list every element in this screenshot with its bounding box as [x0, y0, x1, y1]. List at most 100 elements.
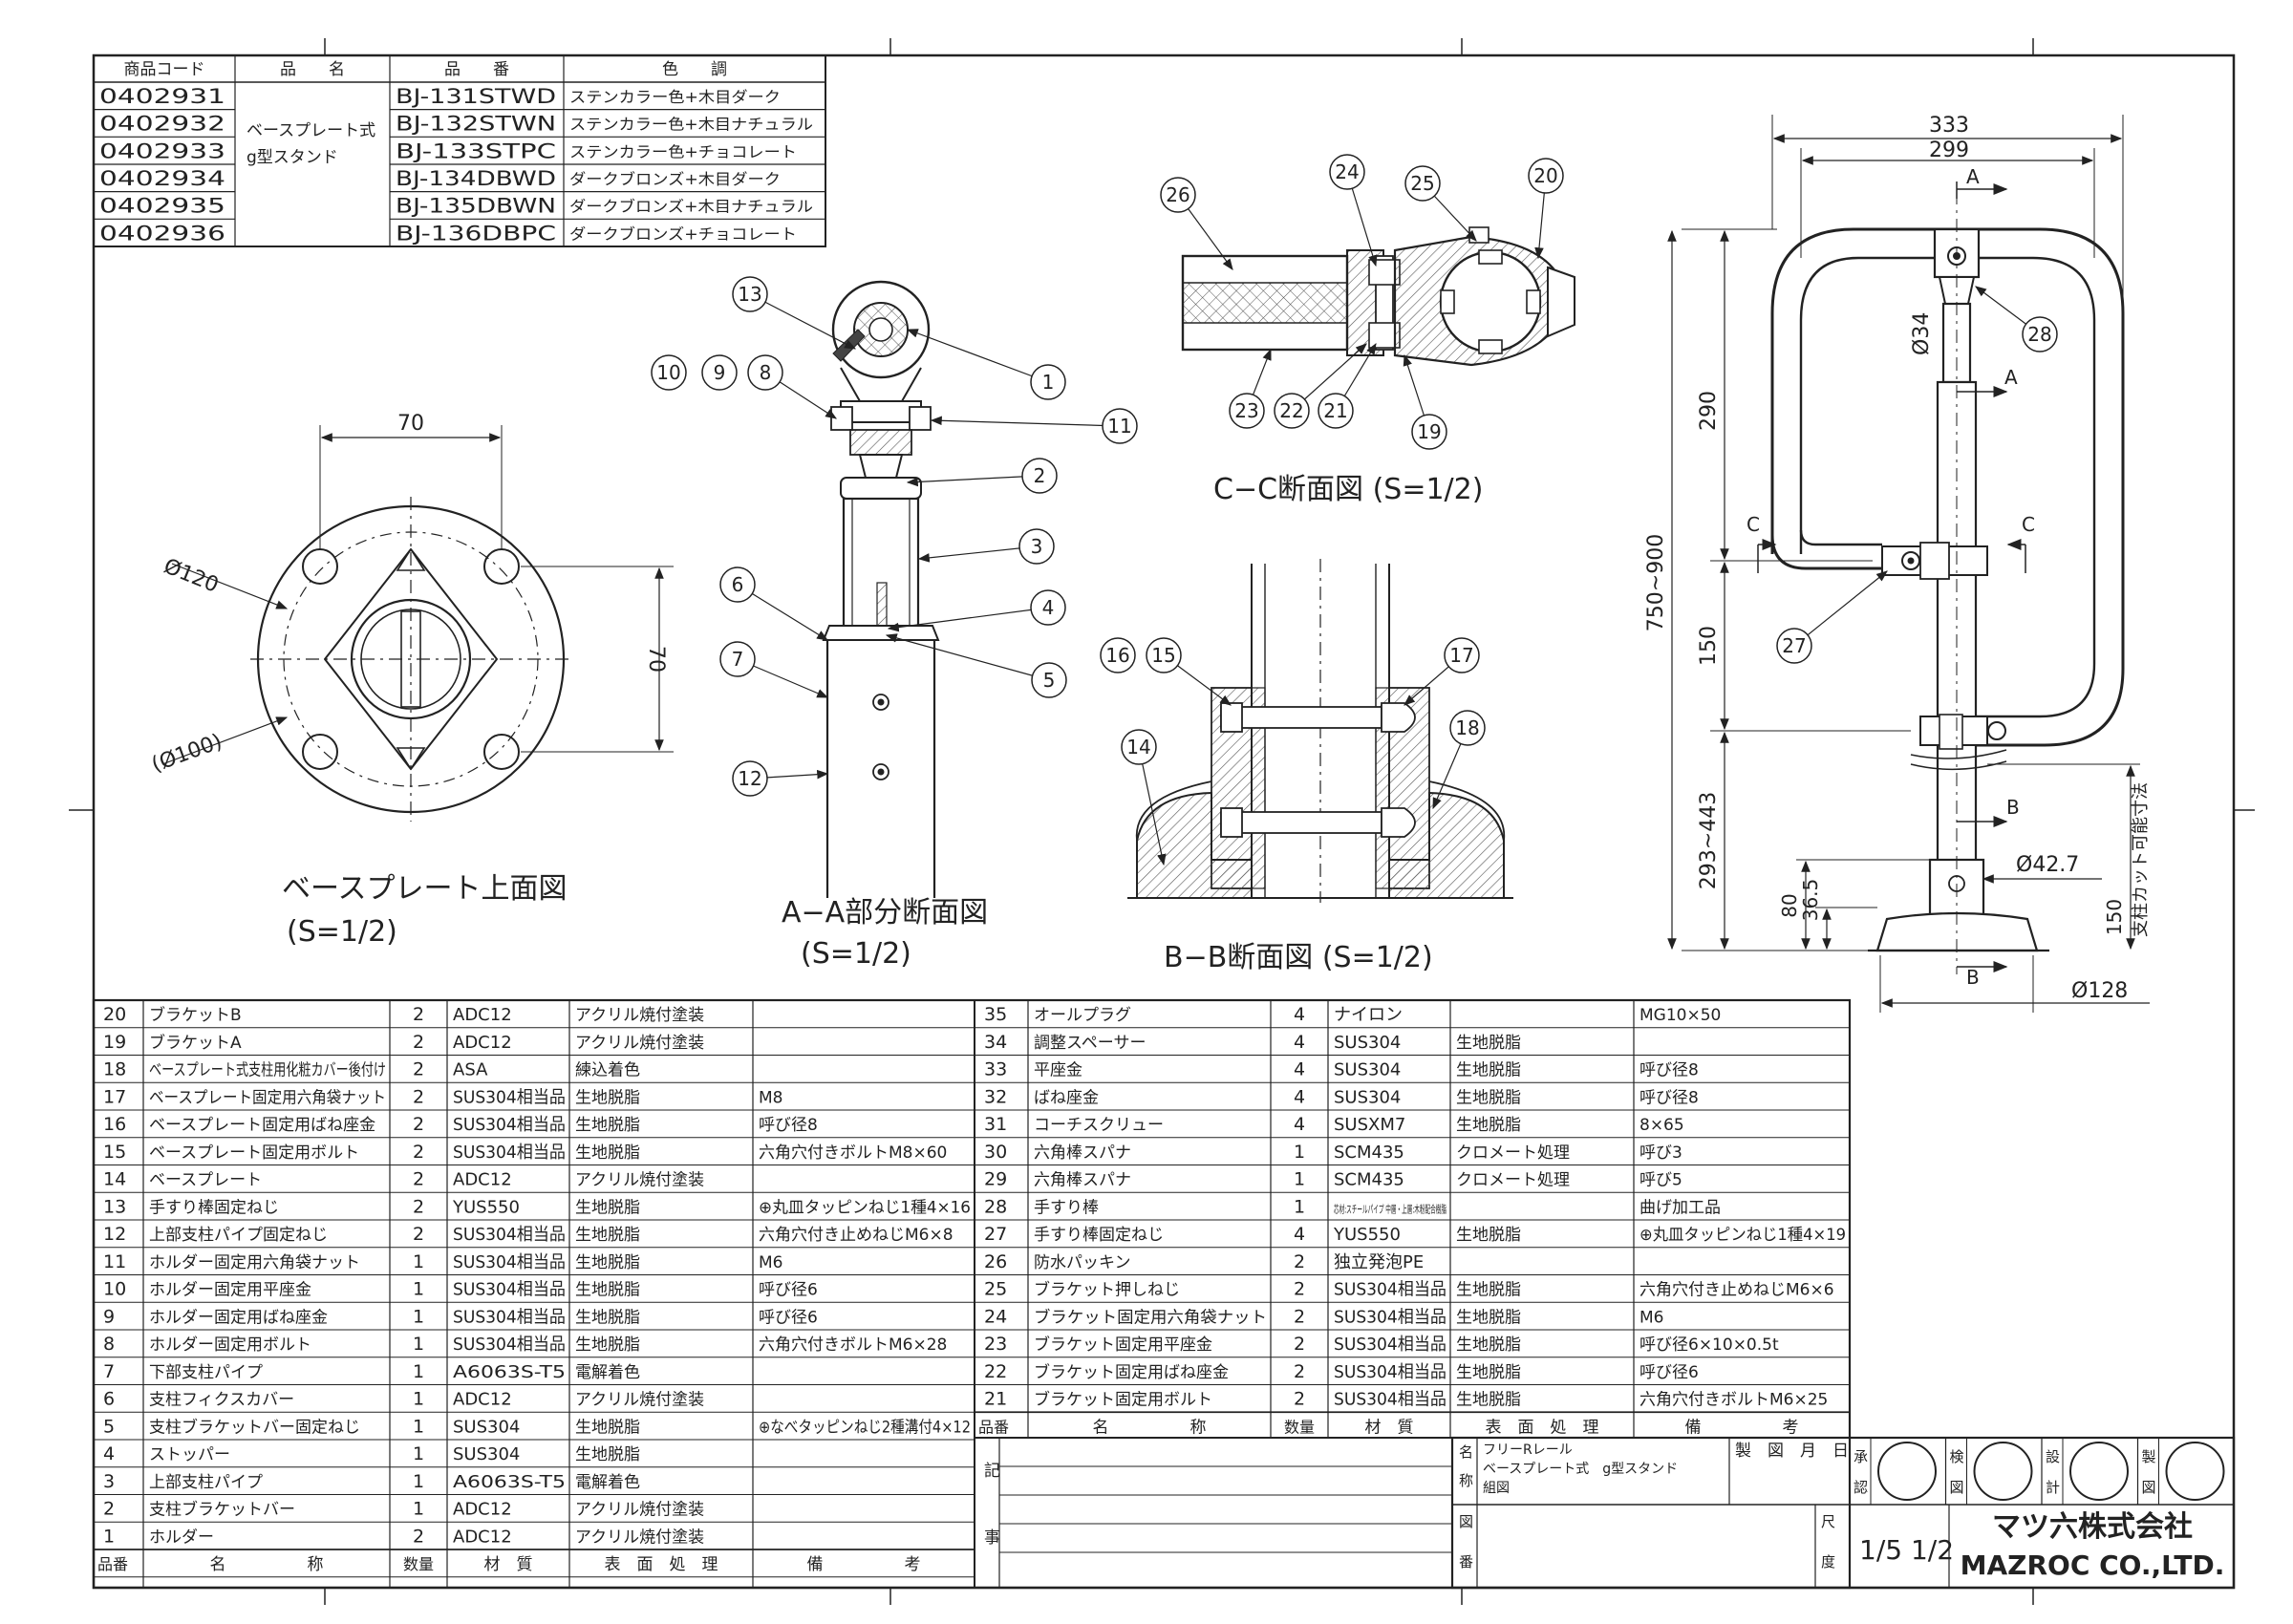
part-no: 31 [984, 1114, 1007, 1135]
product-code: 0402932 [99, 113, 225, 136]
part-qty: 4 [1294, 1086, 1305, 1107]
part-no: 6 [103, 1389, 115, 1410]
part-no: 29 [984, 1169, 1007, 1190]
part-no: 20 [103, 1004, 126, 1025]
part-qty: 4 [1294, 1224, 1305, 1245]
parts-header-note: 備 考 [807, 1555, 921, 1574]
part-no: 35 [984, 1004, 1007, 1025]
balloon [1274, 393, 1310, 429]
part-name: ばね座金 [1034, 1088, 1099, 1107]
part-material: ADC12 [453, 1033, 512, 1053]
part-note: 呼び径6 [759, 1308, 818, 1327]
parts-header-material: 材 質 [484, 1555, 533, 1574]
title-name-line-3: 組図 [1483, 1481, 1510, 1496]
balloon-number: 23 [1234, 399, 1258, 422]
balloon-number: 18 [1455, 716, 1479, 739]
part-note: M6 [1639, 1308, 1663, 1327]
stamp-label: 図 [2142, 1479, 2156, 1496]
part-qty: 2 [1294, 1361, 1305, 1382]
company-name-en: MAZROC CO.,LTD. [1961, 1549, 2225, 1581]
part-finish: アクリル焼付塗装 [575, 1500, 704, 1520]
part-name: ブラケット固定用ボルト [1034, 1390, 1212, 1410]
part-no: 25 [984, 1279, 1007, 1300]
title-drawing-label-2: 番 [1459, 1553, 1473, 1571]
part-finish: アクリル焼付塗装 [575, 1005, 704, 1025]
balloon [1160, 177, 1196, 213]
balloon-number: 17 [1449, 644, 1473, 667]
part-qty: 1 [413, 1416, 424, 1437]
part-material: SUS304相当品 [453, 1280, 566, 1300]
part-note: 呼び径6×10×0.5t [1639, 1336, 1779, 1355]
title-scale-label-1: 尺 [1821, 1513, 1835, 1530]
part-note: M6 [759, 1253, 782, 1272]
balloon-number: 11 [1107, 415, 1131, 438]
part-qty: 2 [413, 1086, 424, 1107]
balloon-number: 6 [732, 573, 744, 596]
balloon [1031, 662, 1067, 698]
part-note: 呼び径8 [1639, 1088, 1699, 1107]
part-material: SUS304相当品 [453, 1307, 566, 1327]
part-qty: 2 [1294, 1389, 1305, 1410]
parts-header-name: 名 称 [1093, 1418, 1207, 1437]
part-no: 7 [103, 1361, 115, 1382]
part-qty: 1 [413, 1279, 424, 1300]
part-qty: 2 [413, 1114, 424, 1135]
part-name: ホルダー [149, 1528, 214, 1547]
product-code: 0402935 [99, 195, 225, 218]
title-block: 名 称 フリーRレール ベースプレート式 g型スタンド 組図 製 図 月 日 承… [1450, 1436, 2236, 1590]
product-code: 0402931 [99, 85, 225, 108]
dim-dia100: (Ø100) [149, 730, 225, 778]
base-plate-view-scale: (S=1/2) [287, 915, 397, 949]
part-qty: 4 [1294, 1114, 1305, 1135]
balloon [2022, 316, 2058, 353]
balloon [1318, 393, 1354, 429]
product-code: 0402936 [99, 222, 225, 245]
stamp-label: 承 [1854, 1448, 1868, 1465]
product-color: ダークブロンズ+チョコレート [569, 224, 797, 243]
part-name: ベースプレート [149, 1171, 262, 1190]
section-mark-b-top: B [2006, 796, 2020, 819]
section-mark-b-bottom: B [1966, 966, 1980, 989]
part-finish: 生地脱脂 [1456, 1034, 1521, 1053]
part-material: SUS304相当品 [1334, 1335, 1447, 1355]
title-scale-label-2: 度 [1821, 1553, 1835, 1571]
product-table: 商品コード 品 名 品 番 色 調 ベースプレート式 g型スタンド 040293… [93, 54, 826, 247]
balloon [732, 760, 768, 797]
part-name: 平座金 [1034, 1061, 1082, 1080]
product-part-no: BJ-132STWN [396, 113, 556, 136]
part-qty: 2 [413, 1004, 424, 1025]
part-name: ベースプレート固定用ばね座金 [149, 1116, 375, 1135]
part-note: ⊕なべタッピンねじ2種溝付4×12 [759, 1418, 971, 1437]
part-note: 呼び径6 [759, 1281, 818, 1300]
part-finish: 生地脱脂 [575, 1418, 640, 1437]
dim-299: 299 [1929, 139, 1969, 162]
part-name: ベースプレート式支柱用化粧カバー後付け [149, 1061, 386, 1080]
part-material: SUS304相当品 [453, 1115, 566, 1135]
dim-dia34: Ø34 [1910, 312, 1934, 355]
part-no: 5 [103, 1416, 115, 1437]
part-no: 21 [984, 1389, 1007, 1410]
part-no: 18 [103, 1059, 126, 1080]
part-material: SCM435 [1334, 1170, 1404, 1190]
part-name: ブラケット押しねじ [1034, 1280, 1180, 1300]
bb-section-view: B−B断面図 (S=1/2) [1127, 559, 1513, 974]
product-code: 0402934 [99, 167, 225, 190]
balloon [1100, 637, 1136, 673]
parts-header-qty: 数量 [1284, 1418, 1315, 1436]
part-note: 六角穴付きボルトM8×60 [759, 1143, 947, 1163]
part-finish: 生地脱脂 [575, 1143, 640, 1163]
balloon [1102, 408, 1138, 444]
parts-header-finish: 表 面 処 理 [1486, 1418, 1599, 1437]
part-material: SUS304相当品 [453, 1252, 566, 1272]
part-no: 34 [984, 1032, 1007, 1053]
product-color: ダークブロンズ+木目ナチュラル [569, 198, 813, 216]
title-name-line-2: ベースプレート式 g型スタンド [1483, 1462, 1678, 1477]
part-finish: 生地脱脂 [1456, 1088, 1521, 1107]
part-note: 呼び径8 [759, 1116, 818, 1135]
part-material: SUS304相当品 [1334, 1390, 1447, 1410]
part-name: ブラケット固定用ばね座金 [1034, 1362, 1229, 1382]
part-qty: 2 [413, 1032, 424, 1053]
part-material: YUS550 [452, 1197, 520, 1217]
part-material: SUS304 [1334, 1060, 1401, 1080]
part-material: ADC12 [453, 1500, 512, 1520]
